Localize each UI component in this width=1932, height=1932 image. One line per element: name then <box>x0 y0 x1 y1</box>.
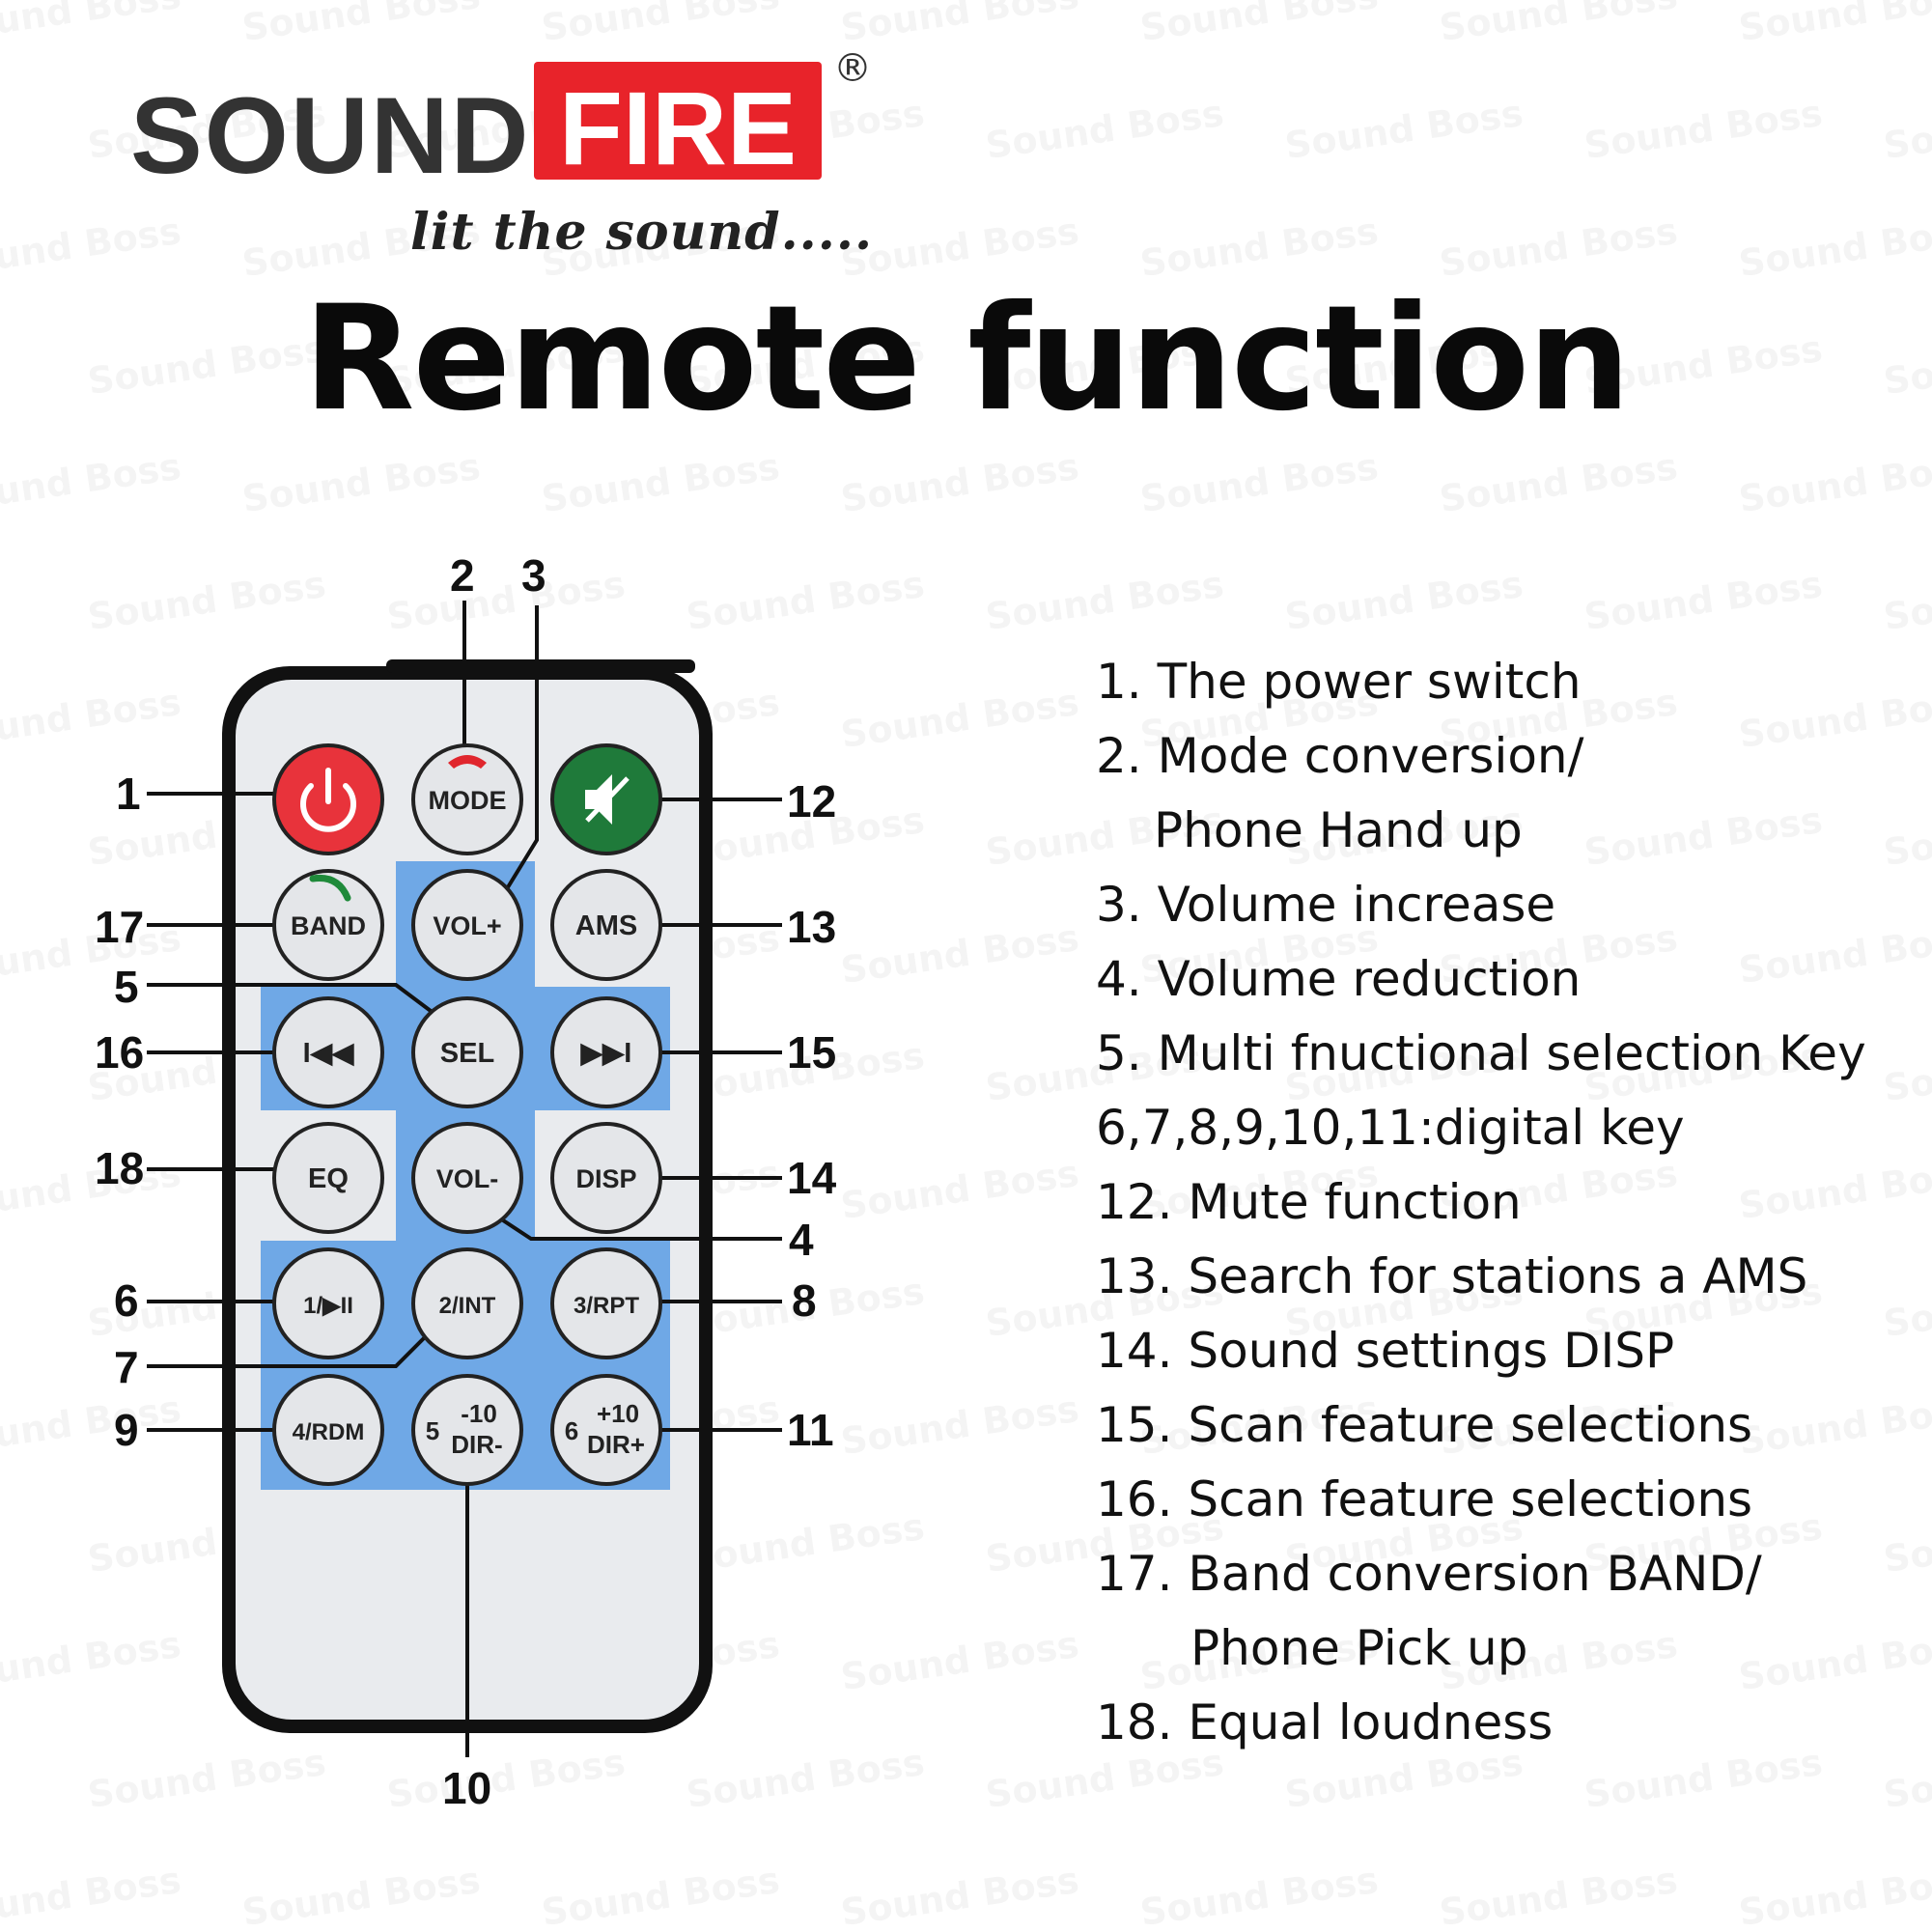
callout-number: 4 <box>789 1215 814 1265</box>
callout-number: 14 <box>787 1153 837 1203</box>
button-label: 1/▶II <box>303 1293 353 1319</box>
function-item: 16. Scan feature selections <box>1096 1471 1753 1527</box>
button-label: BAND <box>291 911 366 940</box>
function-item: 5. Multi fnuctional selection Key <box>1096 1025 1866 1081</box>
button-label-top: -10 <box>461 1399 497 1428</box>
function-item: Phone Hand up <box>1154 802 1523 858</box>
b2-button[interactable]: 2/INT <box>411 1247 523 1359</box>
function-item: Phone Pick up <box>1190 1620 1528 1676</box>
next-button[interactable]: ▶▶I <box>550 996 662 1108</box>
function-item: 6,7,8,9,10,11:digital key <box>1096 1100 1685 1156</box>
page-title: Remote function <box>303 275 1631 443</box>
function-item: 18. Equal loudness <box>1096 1694 1554 1750</box>
callout-number: 1 <box>116 769 141 819</box>
callout-number: 7 <box>114 1342 139 1392</box>
callout-number: 12 <box>787 776 836 826</box>
callout-number: 3 <box>521 550 546 601</box>
callout-number: 6 <box>114 1275 139 1326</box>
callout-number: 5 <box>114 962 139 1012</box>
button-label: I◀◀ <box>303 1038 354 1069</box>
button-label: EQ <box>308 1163 349 1194</box>
callout-number: 11 <box>787 1405 834 1455</box>
power-icon <box>300 768 356 832</box>
sel-button[interactable]: SEL <box>411 996 523 1108</box>
button-label: 2/INT <box>439 1293 496 1319</box>
remote-top-edge <box>386 659 695 673</box>
phone-pickup-icon <box>309 874 351 902</box>
prev-button[interactable]: I◀◀ <box>272 996 384 1108</box>
function-item: 12. Mute function <box>1096 1174 1522 1230</box>
button-digit: 6 <box>565 1416 578 1445</box>
mute-button[interactable] <box>550 743 662 855</box>
button-label: SEL <box>440 1038 494 1069</box>
button-label-bottom: DIR+ <box>587 1430 645 1459</box>
mode-button[interactable]: MODE <box>411 743 523 855</box>
button-label: 4/RDM <box>293 1419 365 1445</box>
callout-number: 8 <box>792 1275 817 1326</box>
logo-tagline: lit the sound..... <box>410 203 874 262</box>
callout-number: 16 <box>95 1027 144 1078</box>
button-label-top: +10 <box>597 1399 639 1428</box>
voldown-button[interactable]: VOL- <box>411 1122 523 1234</box>
function-item: 4. Volume reduction <box>1096 951 1582 1007</box>
callout-number: 17 <box>95 902 144 952</box>
function-item: 13. Search for stations a AMS <box>1096 1248 1808 1304</box>
volup-button[interactable]: VOL+ <box>411 869 523 981</box>
callout-number: 2 <box>450 550 475 601</box>
function-item: 14. Sound settings DISP <box>1096 1323 1675 1379</box>
ams-button[interactable]: AMS <box>550 869 662 981</box>
button-label: MODE <box>429 786 507 815</box>
b4-button[interactable]: 4/RDM <box>272 1374 384 1486</box>
function-item: 17. Band conversion BAND/ <box>1096 1546 1762 1602</box>
button-label: VOL+ <box>433 911 501 940</box>
power-button[interactable] <box>272 743 384 855</box>
disp-button[interactable]: DISP <box>550 1122 662 1234</box>
eq-button[interactable]: EQ <box>272 1122 384 1234</box>
function-list: 1. The power switch 2. Mode conversion/ … <box>1096 645 1917 1760</box>
button-label: VOL- <box>436 1164 499 1193</box>
button-digit: 5 <box>426 1416 439 1445</box>
button-label: ▶▶I <box>580 1038 632 1069</box>
button-label-bottom: DIR- <box>451 1430 502 1459</box>
callout-number: 9 <box>114 1405 139 1455</box>
callout-number: 10 <box>442 1763 491 1813</box>
b3-button[interactable]: 3/RPT <box>550 1247 662 1359</box>
button-label: 3/RPT <box>574 1293 639 1319</box>
function-item: 3. Volume increase <box>1096 877 1556 933</box>
callout-number: 15 <box>787 1027 836 1078</box>
mute-icon <box>585 774 630 825</box>
callout-number: 13 <box>787 902 836 952</box>
function-item: 2. Mode conversion/ <box>1096 728 1584 784</box>
registered-mark: ® <box>833 46 872 91</box>
callout-number: 18 <box>95 1143 144 1193</box>
b1-button[interactable]: 1/▶II <box>272 1247 384 1359</box>
band-button[interactable]: BAND <box>272 869 384 981</box>
function-item: 15. Scan feature selections <box>1096 1397 1753 1453</box>
function-item: 1. The power switch <box>1096 654 1582 710</box>
logo-fire-text: FIRE <box>558 70 797 186</box>
button-label: DISP <box>575 1164 636 1193</box>
logo-sound-text: SOUND <box>130 75 531 196</box>
phone-hangup-icon <box>448 755 487 769</box>
logo-fire-box: FIRE <box>534 62 822 186</box>
button-label: AMS <box>575 910 637 941</box>
callout-lines <box>147 601 782 1757</box>
